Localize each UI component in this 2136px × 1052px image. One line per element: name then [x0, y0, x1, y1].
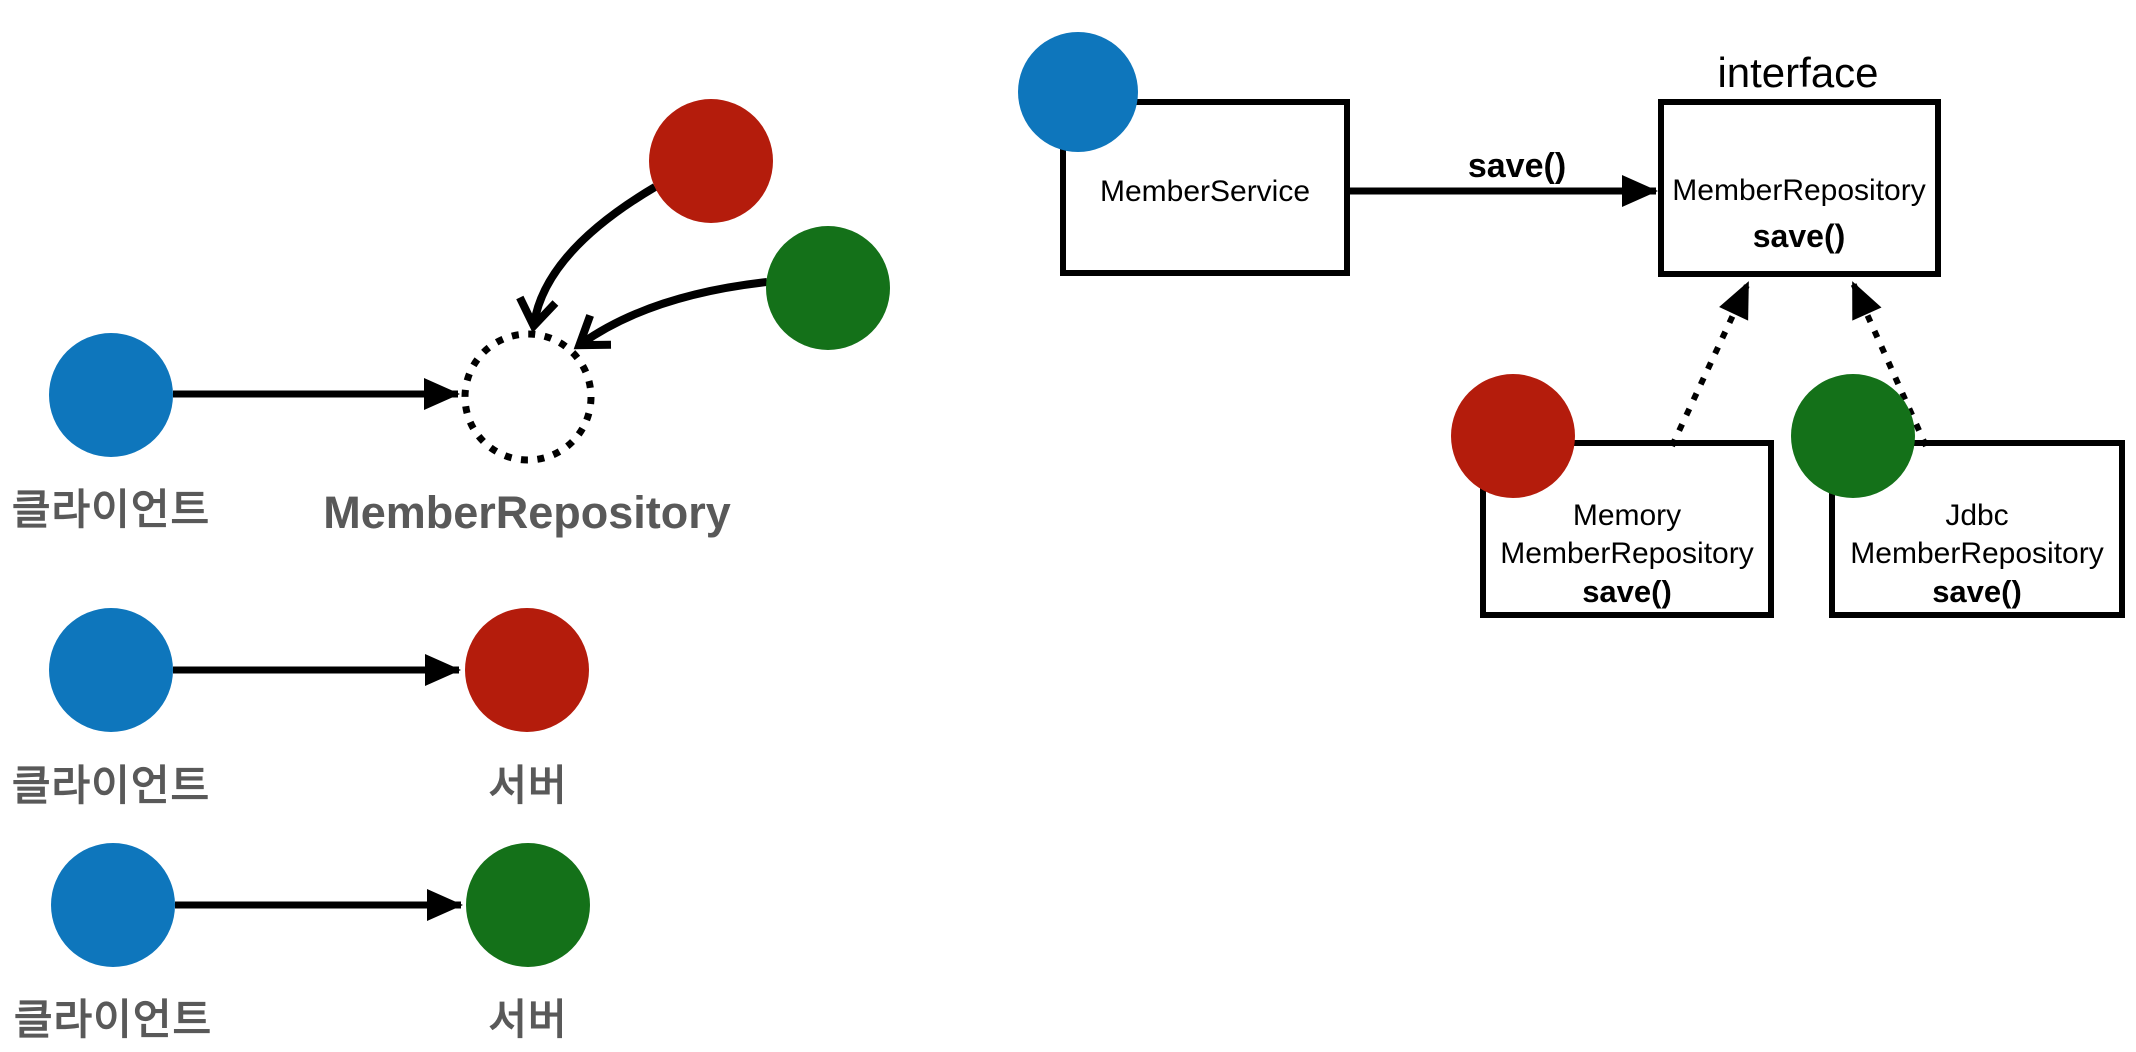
client-label-bottom: 클라이언트	[13, 996, 213, 1043]
member-repository-interface-box	[1658, 99, 1941, 277]
green-server-circle-bottom	[466, 843, 590, 967]
repository-placeholder-label: MemberRepository	[323, 487, 731, 538]
memory-repo-title-line1: Memory	[1572, 499, 1682, 532]
member-repository-method: save()	[1752, 218, 1846, 254]
client-circle-middle	[49, 608, 173, 732]
member-repository-title: MemberRepository	[1672, 174, 1926, 207]
save-call-label: save()	[1467, 147, 1567, 185]
client-circle-top	[49, 333, 173, 457]
red-impl-curved-arrow	[516, 183, 658, 333]
memory-repo-realization-arrow	[1669, 281, 1751, 448]
server-label-bottom: 서버	[488, 996, 568, 1043]
memory-repo-method: save()	[1582, 574, 1672, 609]
client-label-top: 클라이언트	[11, 486, 211, 533]
repository-placeholder-dotted-circle	[461, 330, 595, 464]
green-impl-curved-arrow	[573, 278, 768, 350]
jdbc-repo-title-line2: MemberRepository	[1850, 537, 2104, 570]
jdbc-repo-realization-arrow	[1850, 281, 1929, 448]
interface-caption: interface	[1717, 49, 1879, 96]
green-impl-circle-top	[766, 226, 890, 350]
red-impl-circle-top	[649, 99, 773, 223]
client-circle-bottom	[51, 843, 175, 967]
jdbc-repo-title-line1: Jdbc	[1945, 499, 2009, 532]
jdbc-repo-badge-circle	[1791, 374, 1915, 498]
red-server-circle-middle	[465, 608, 589, 732]
member-service-title: MemberService	[1099, 175, 1311, 208]
client-label-middle: 클라이언트	[11, 762, 211, 809]
memory-repo-badge-circle	[1451, 374, 1575, 498]
memory-repo-title-line2: MemberRepository	[1500, 537, 1754, 570]
jdbc-repo-method: save()	[1932, 574, 2022, 609]
member-service-badge-circle	[1018, 32, 1138, 152]
server-label-middle: 서버	[488, 762, 568, 809]
